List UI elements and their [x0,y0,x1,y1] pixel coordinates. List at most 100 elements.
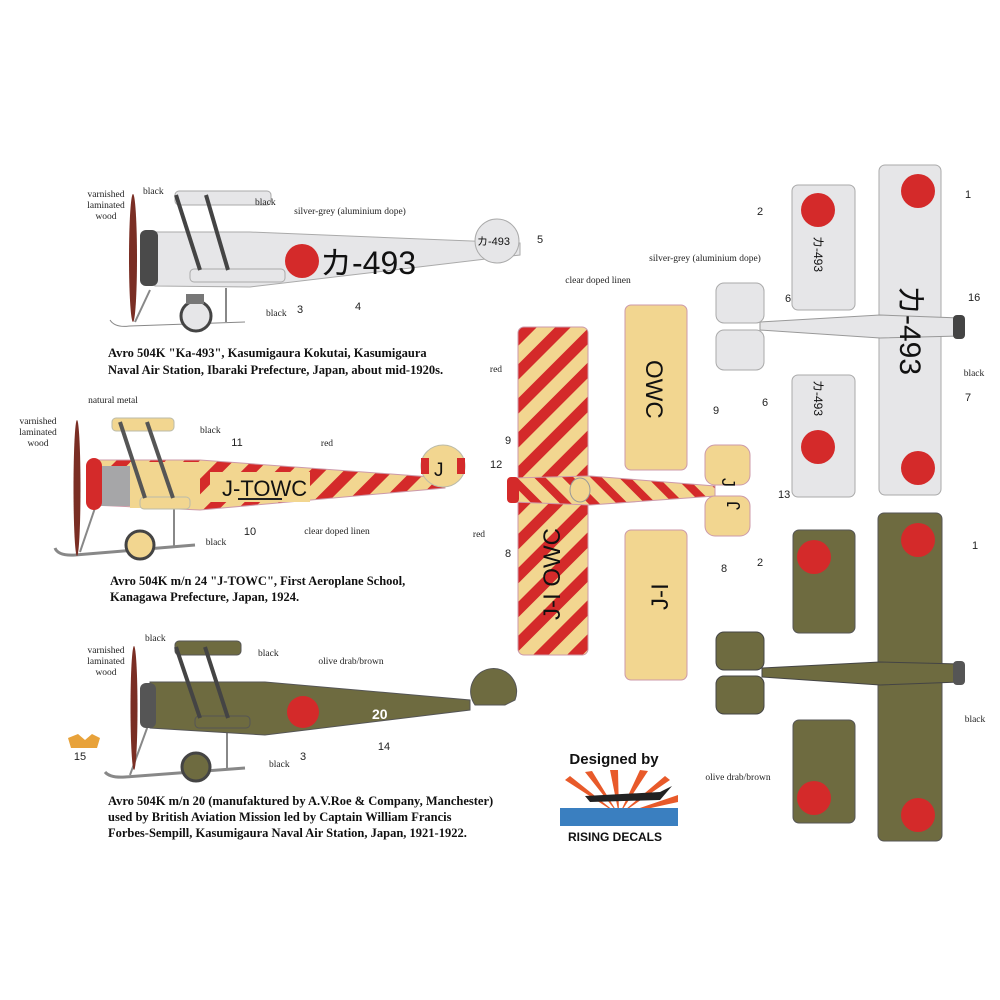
caption: used by British Aviation Mission led by … [108,810,452,824]
callout: 11 [231,437,242,449]
label: red [473,530,485,540]
wing-registration: J-I [647,583,674,610]
label: black [965,715,986,725]
rudder [470,668,518,706]
tail-marking: カ-493 [477,235,510,248]
callout: 6 [762,397,768,409]
cowling [140,683,156,728]
label: silver-grey (aluminium dope) [649,253,761,264]
aircraft3-top-view: olive drab/brown black 1 2 [705,512,986,842]
callout: 14 [378,741,390,753]
callout: 4 [355,301,361,313]
label: clear doped linen [565,276,631,286]
label: red [490,365,502,375]
tail-marking: J [724,501,744,510]
callout: 9 [713,405,719,417]
caption: Avro 504K m/n 24 "J-TOWC", First Aeropla… [110,574,405,588]
wing-registration: カ-493 [893,285,926,375]
caption: Kanagawa Prefecture, Japan, 1924. [110,590,299,604]
callout: 3 [300,751,306,763]
upper-wing-left [624,529,688,681]
wing-registration: カ-493 [811,236,825,272]
label: laminated [87,657,125,667]
designed-by-text: Designed by [569,751,659,768]
propeller [129,194,137,322]
hinomaru [287,696,319,728]
upper-wing-right [624,304,688,471]
label: black [206,538,227,548]
label: black [143,187,164,197]
label: black [255,198,276,208]
label: olive drab/brown [318,657,383,667]
label: varnished [88,190,125,200]
callout: 1 [972,540,978,552]
badge-decal [68,734,100,748]
label: black [266,309,287,319]
aircraft2-side-view: J-TOWC J varnished laminated wood natura… [19,396,502,604]
caption: Avro 504K m/n 20 (manufaktured by A.V.Ro… [108,794,493,808]
wheel [180,751,212,783]
label: natural metal [88,396,138,406]
cowling [140,230,158,286]
callout: 8 [721,563,727,575]
wheel [124,529,156,561]
callout: 12 [490,459,502,471]
upper-wing [111,417,175,432]
aircraft1-side-view: カ-493 カ-493 varnished laminated wood bla… [87,187,543,377]
tailplane [715,631,765,671]
label: black [258,649,279,659]
hinomaru [285,244,319,278]
tailplane [704,444,751,486]
propeller [73,420,81,556]
wing-registration: カ-493 [811,380,825,416]
aircraft2-top-view: J J OWC J-I J-I OWC clear doped linen re… [473,276,790,681]
callout: 15 [74,751,86,763]
natural-metal-panel [100,466,130,506]
label: black [200,426,221,436]
rising-decals-logo: Designed by RISING DECALS [560,751,678,844]
rudder [474,218,520,264]
wing-registration: OWC [640,360,667,419]
label: wood [95,212,116,222]
label: wood [27,439,48,449]
callout: 2 [757,206,763,218]
callout: 1 [965,189,971,201]
fuselage-top [761,661,961,686]
callout: 2 [757,557,763,569]
label: silver-grey (aluminium dope) [294,206,406,217]
tail-marking: J [718,478,738,487]
label: red [321,439,333,449]
callout: 3 [297,304,303,316]
registration: カ-493 [320,245,416,281]
callout: 7 [965,392,971,404]
registration: J-TOWC [222,476,307,501]
callout: 10 [244,526,256,538]
callout: 5 [537,234,543,246]
callout: 6 [785,293,791,305]
caption: Avro 504K "Ka-493", Kasumigaura Kokutai,… [108,346,427,360]
label: varnished [88,646,125,656]
caption: Naval Air Station, Ibaraki Prefecture, J… [108,363,443,377]
label: black [269,760,290,770]
cowling [86,458,102,510]
fuselage-top [759,314,961,339]
callout: 16 [968,292,980,304]
label: laminated [87,201,125,211]
label: varnished [20,417,57,427]
fuselage-top [511,475,716,506]
label: clear doped linen [304,527,370,537]
lower-wing-registration: J-I OWC [539,528,566,620]
tail-marking: J [434,460,444,481]
brand-text: RISING DECALS [568,830,662,844]
serial-number: 20 [372,706,388,722]
tailplane [715,282,765,324]
wheel [179,299,213,333]
callout: 13 [778,489,790,501]
label: black [145,634,166,644]
aircraft1-top-view: カ-493 カ-493 カ-493 silver-grey (aluminium… [649,164,985,498]
callout: 9 [505,435,511,447]
aircraft3-side-view: 20 15 varnished laminated wood black bla… [68,634,518,840]
label: black [964,369,985,379]
